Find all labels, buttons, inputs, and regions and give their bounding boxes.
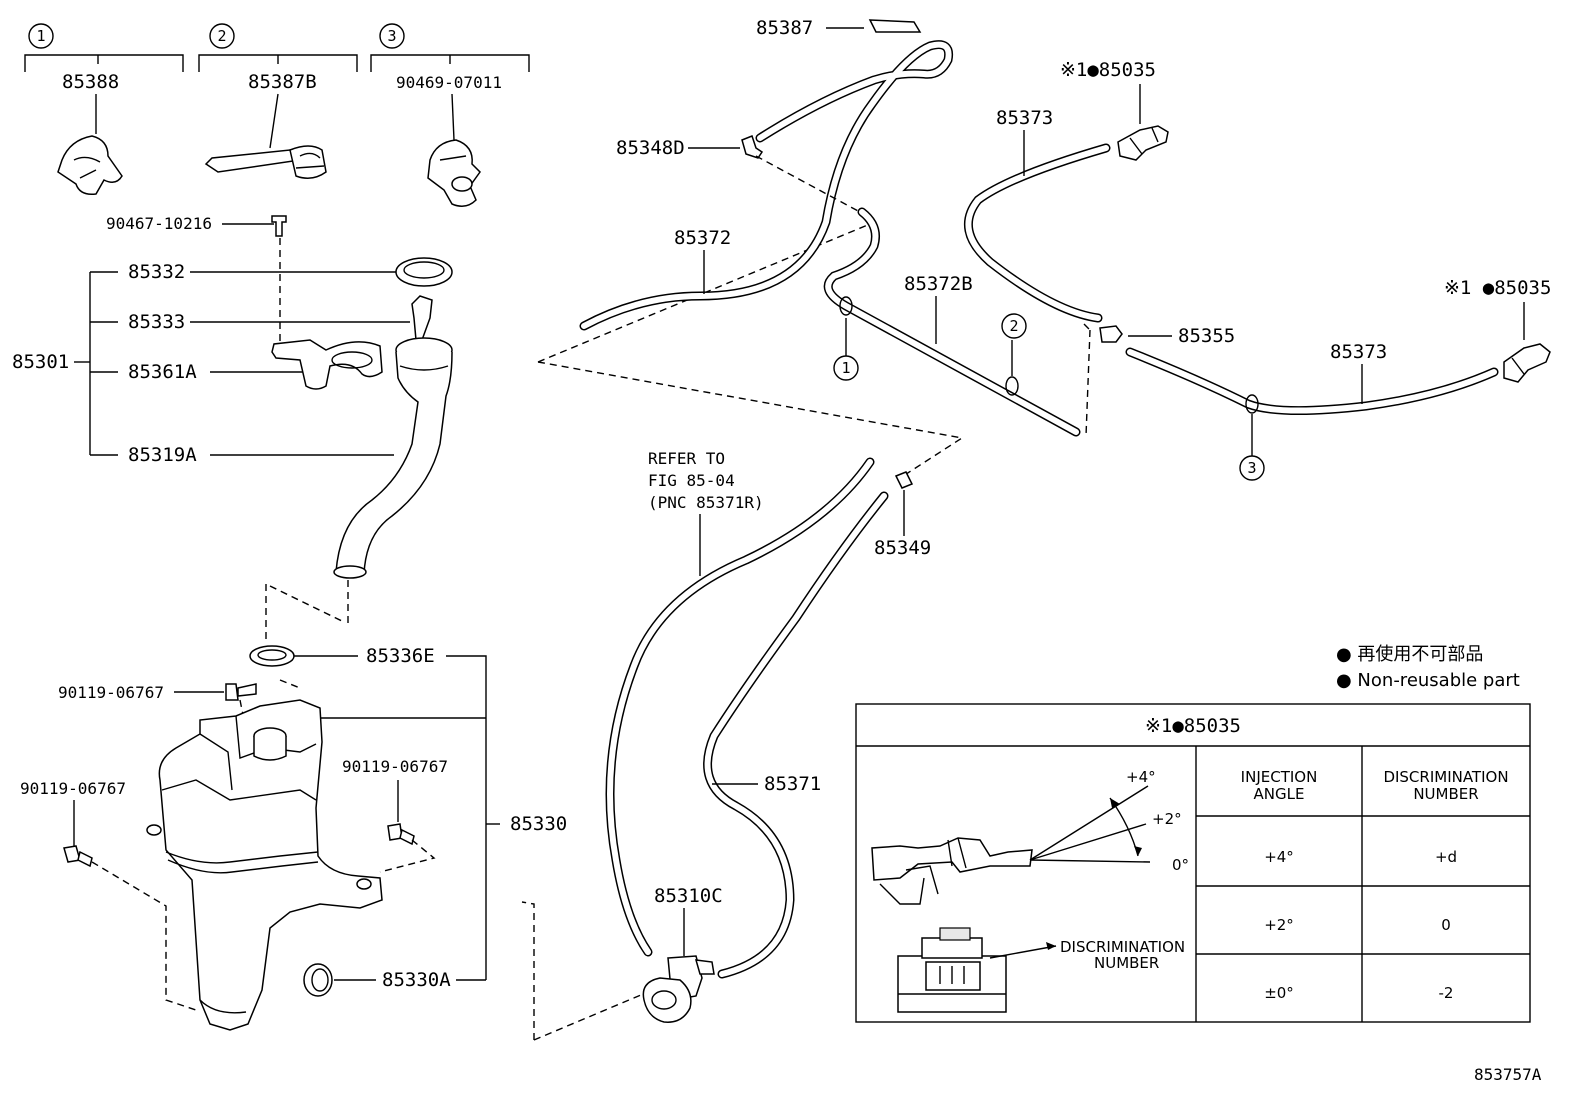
variant-group-3: 3 90469-07011 [370,23,530,207]
part-label-85348D[interactable]: 85348D [616,137,685,159]
row-num-3: -2 [1439,984,1454,1002]
part-label-85371[interactable]: 85371 [764,773,821,795]
clip-85387: 85387 [756,17,922,39]
washer-tank-85330 [146,699,383,1031]
reference-note: REFER TO FIG 85-04 (PNC 85371R) [648,449,764,576]
nozzle-angle-illustration: +4° +2° 0° [871,768,1189,905]
legend-jp: ● 再使用不可部品 [1336,644,1483,665]
part-label-85310C[interactable]: 85310C [654,885,723,907]
angle-label-plus4: +4° [1126,768,1156,786]
part-label-90467-10216[interactable]: 90467-10216 [106,214,212,233]
legend-en: ● Non-reusable part [1336,670,1520,691]
part-label-90119-06767-c[interactable]: 90119-06767 [20,779,126,798]
part-label-90119-06767-b[interactable]: 90119-06767 [342,757,448,776]
legend: ● 再使用不可部品 ● Non-reusable part [1336,644,1520,691]
refer-line-2: FIG 85-04 [648,471,735,490]
disc-label-2: NUMBER [1094,954,1159,972]
index-circle-1 [833,355,859,381]
grommet-85330A: 85330A [303,963,486,997]
assembly-bracket-85330: 85330 [320,655,567,980]
index-number-3: 3 [387,27,396,45]
index-circle-3 [1239,455,1265,481]
hose-85372: 85372 [579,40,954,331]
index-circle-3 [379,23,405,49]
tee-85355: 85355 [1083,323,1235,437]
index-number-2: 2 [1009,317,1018,335]
clip-90469-07011 [427,139,481,207]
hose-85373-upper: 85373 [964,107,1111,323]
index-circle-2 [209,23,235,49]
part-label-85387B[interactable]: 85387B [248,71,317,93]
refer-line-3: (PNC 85371R) [648,493,764,512]
pump-85310C: 85310C [642,885,723,1023]
nozzle-85035-lower: ※1 ●85035 [1444,277,1551,383]
col-header-number: NUMBER [1413,785,1478,803]
refer-line-1: REFER TO [648,449,725,468]
part-label-85373-upper[interactable]: 85373 [996,107,1053,129]
index-number-1: 1 [841,359,850,377]
connector-85348D: 85348D [616,135,861,213]
variant-group-2: 2 85387B [198,23,358,179]
disc-label-1: DISCRIMINATION [1060,938,1185,956]
assembly-bracket-85301: 85301 85332 85333 85361A 85319A [12,261,410,466]
col-header-discrimination: DISCRIMINATION [1383,768,1508,786]
part-label-85372B[interactable]: 85372B [904,273,973,295]
part-label-85336E[interactable]: 85336E [366,645,435,667]
row-num-2: 0 [1441,916,1451,934]
bolt-90467-10216: 90467-10216 [106,214,287,346]
filler-neck-85319A [333,337,453,579]
part-label-85035-lower[interactable]: ※1 ●85035 [1444,277,1551,299]
strainer-85333 [411,295,433,341]
part-label-85361A[interactable]: 85361A [128,361,197,383]
part-label-85372[interactable]: 85372 [674,227,731,249]
row-num-1: +d [1435,848,1457,866]
joint-85349: 85349 [874,471,931,559]
part-label-85301[interactable]: 85301 [12,351,69,373]
part-label-85388[interactable]: 85388 [62,71,119,93]
clip-85388 [57,135,123,196]
bolt-90119-b: 90119-06767 [342,757,448,873]
nozzle-85035-upper: ※1●85035 [1060,59,1169,161]
part-label-85330[interactable]: 85330 [510,813,567,835]
index-circle-1 [28,23,54,49]
cap-85332 [395,257,453,287]
row-angle-2: +2° [1264,916,1294,934]
table-title: ※1●85035 [1145,715,1241,737]
index-number-1: 1 [36,27,45,45]
col-header-angle: ANGLE [1254,785,1305,803]
row-angle-1: +4° [1264,848,1294,866]
angle-label-zero: 0° [1172,856,1189,874]
index-circle-2 [1001,313,1027,339]
index-number-3: 3 [1247,459,1256,477]
hose-85373-lower: 85373 3 [1125,341,1499,481]
part-label-85349[interactable]: 85349 [874,537,931,559]
injection-angle-table: ※1●85035 INJECTION ANGLE DISCRIMINATION … [855,703,1531,1023]
discrimination-illustration: DISCRIMINATION NUMBER [897,927,1185,1013]
part-label-85355[interactable]: 85355 [1178,325,1235,347]
col-header-injection: INJECTION [1241,768,1318,786]
hose-85371: 85371 [605,457,889,979]
part-label-85035-upper[interactable]: ※1●85035 [1060,59,1156,81]
part-label-85319A[interactable]: 85319A [128,444,197,466]
row-angle-3: ±0° [1264,984,1294,1002]
variant-group-1: 1 85388 [24,23,184,196]
part-label-85332[interactable]: 85332 [128,261,185,283]
part-label-90119-06767-a[interactable]: 90119-06767 [58,683,164,702]
bracket-85361A [271,339,383,390]
index-number-2: 2 [217,27,226,45]
part-label-90469-07011[interactable]: 90469-07011 [396,73,502,92]
bolt-90119-c: 90119-06767 [20,779,197,1011]
angle-label-plus2: +2° [1152,810,1182,828]
part-label-85330A[interactable]: 85330A [382,969,451,991]
figure-id: 853757A [1474,1065,1542,1084]
part-label-85373-lower[interactable]: 85373 [1330,341,1387,363]
grommet-85336E: 85336E [249,645,435,667]
dashed-connector [537,361,964,479]
bracket-85387B [204,149,302,173]
hose-85372B: 85372B 1 2 [823,207,1081,437]
part-label-85333[interactable]: 85333 [128,311,185,333]
part-label-85387[interactable]: 85387 [756,17,813,39]
